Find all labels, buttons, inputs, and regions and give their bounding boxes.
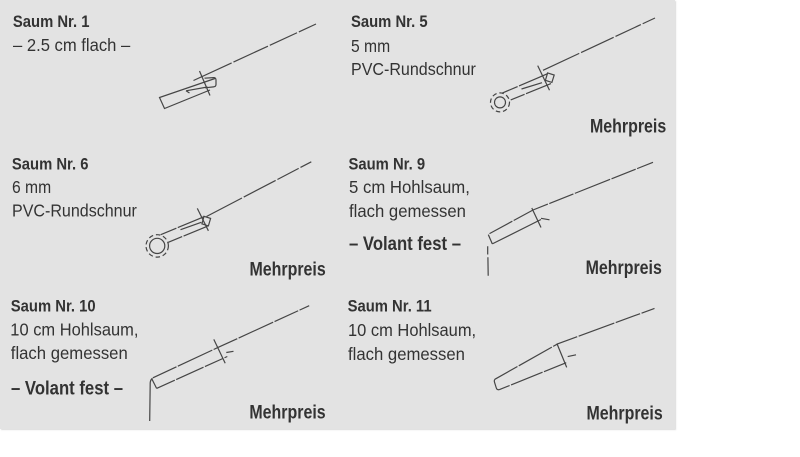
svg-text:flach gemessen: flach gemessen — [348, 343, 465, 364]
svg-text:Saum Nr. 11: Saum Nr. 11 — [348, 297, 432, 315]
svg-text:Saum Nr. 1: Saum Nr. 1 — [13, 13, 90, 31]
svg-text:Mehrpreis: Mehrpreis — [590, 115, 666, 137]
svg-text:Mehrpreis: Mehrpreis — [586, 256, 662, 278]
svg-text:Saum Nr. 5: Saum Nr. 5 — [351, 13, 428, 31]
svg-text:– Volant fest –: – Volant fest – — [349, 233, 461, 254]
svg-text:5 cm Hohlsaum,: 5 cm Hohlsaum, — [349, 176, 470, 197]
svg-text:Mehrpreis: Mehrpreis — [250, 258, 326, 280]
svg-text:– 2.5 cm flach –: – 2.5 cm flach – — [13, 34, 131, 55]
svg-text:PVC-Rundschnur: PVC-Rundschnur — [351, 59, 476, 79]
svg-text:flach gemessen: flach gemessen — [349, 201, 466, 222]
svg-text:10 cm Hohlsaum,: 10 cm Hohlsaum, — [348, 319, 476, 340]
svg-text:Saum Nr. 6: Saum Nr. 6 — [12, 155, 89, 173]
svg-text:– Volant fest –: – Volant fest – — [11, 378, 123, 399]
svg-text:10 cm Hohlsaum,: 10 cm Hohlsaum, — [10, 319, 138, 340]
svg-text:6 mm: 6 mm — [12, 177, 51, 197]
svg-text:PVC-Rundschnur: PVC-Rundschnur — [12, 201, 137, 221]
svg-text:flach gemessen: flach gemessen — [11, 343, 128, 364]
svg-text:5 mm: 5 mm — [351, 36, 390, 56]
svg-text:Saum Nr. 9: Saum Nr. 9 — [349, 155, 426, 173]
svg-text:Saum Nr. 10: Saum Nr. 10 — [11, 297, 96, 315]
svg-text:Mehrpreis: Mehrpreis — [249, 401, 325, 423]
svg-text:Mehrpreis: Mehrpreis — [587, 402, 663, 424]
